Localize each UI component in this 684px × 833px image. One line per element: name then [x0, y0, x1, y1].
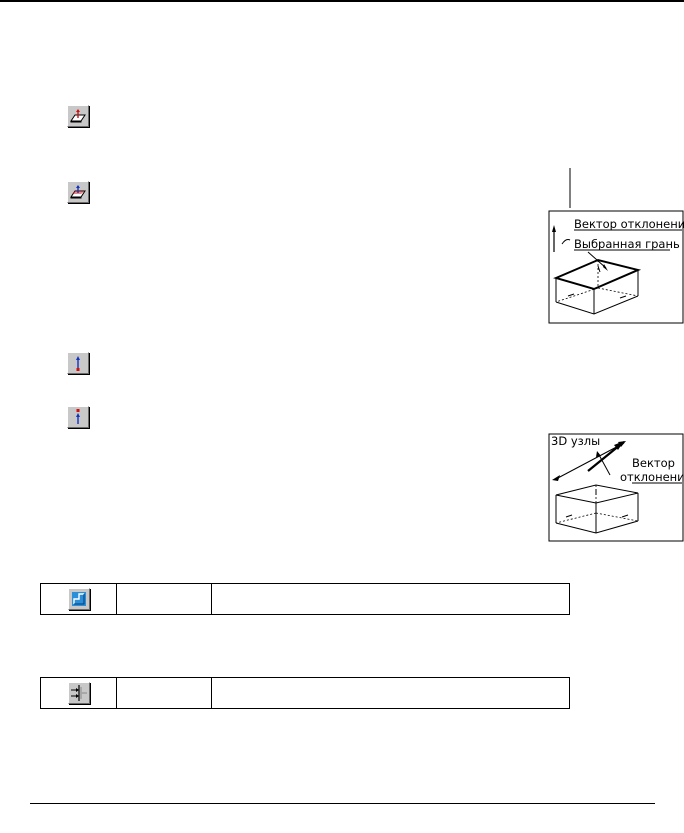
top-rule [0, 0, 684, 2]
face-offset-blue-arrow-icon[interactable] [67, 181, 89, 203]
vector-label-line2: отклонения [620, 470, 684, 484]
node-deviation-vector-figure: 3D узлы Вектор отклонения [548, 433, 684, 542]
corner-frame-icon[interactable] [67, 588, 90, 610]
table-cell-description [211, 677, 570, 709]
table-row [40, 583, 570, 615]
face-label: Выбранная грань [574, 237, 680, 251]
table-cell-name [116, 583, 212, 615]
vector-label: Вектор отклонения [574, 217, 684, 231]
node-vector-up-icon[interactable] [67, 352, 89, 374]
vector-label-line1: Вектор [632, 456, 675, 470]
bottom-rule [30, 803, 655, 804]
deviation-vector-face-figure: Вектор отклонения Выбранная грань [548, 168, 684, 324]
command-table-1 [40, 583, 570, 615]
command-table-2 [40, 677, 570, 709]
table-row [40, 677, 570, 709]
table-cell-icon [40, 583, 117, 615]
node-vector-down-icon[interactable] [67, 406, 89, 428]
table-cell-icon [40, 677, 117, 709]
face-offset-red-arrow-icon[interactable] [67, 105, 89, 127]
table-cell-name [116, 677, 212, 709]
node-label: 3D узлы [551, 434, 600, 448]
align-arrows-icon[interactable] [67, 682, 90, 704]
table-cell-description [211, 583, 570, 615]
